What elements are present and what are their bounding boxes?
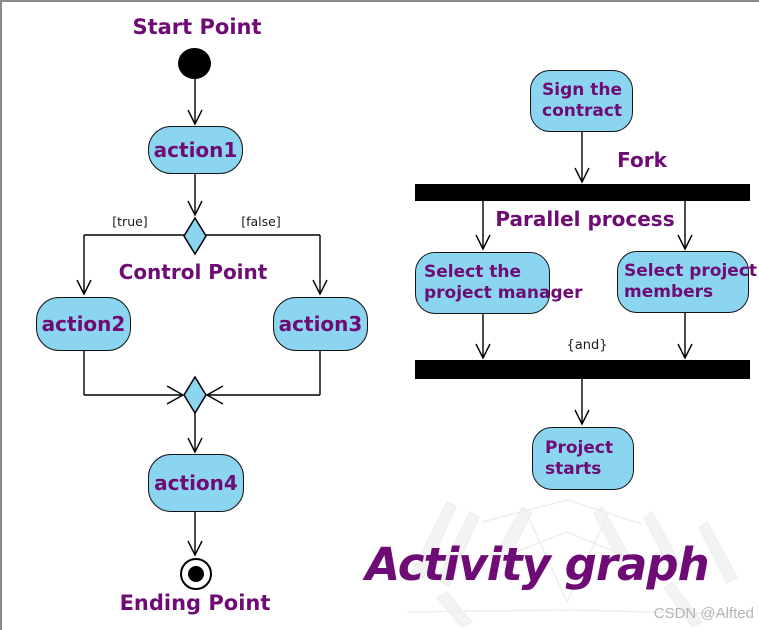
select-members-node: Select project members [617, 251, 757, 313]
site-watermark: CSDN @Alfted [653, 605, 754, 622]
sign-contract-node: Sign the contract [530, 70, 633, 132]
end-node-inner-dot [188, 566, 204, 582]
action2-node: action2 [36, 297, 131, 351]
background-watermark [406, 499, 738, 628]
action1-node: action1 [148, 126, 243, 174]
false-guard-label: [false] [241, 214, 281, 229]
action4-label: action4 [154, 471, 238, 495]
sign-contract-label: Sign the contract [542, 80, 623, 121]
and-guard-label: {and} [566, 338, 608, 353]
diagram-title: Activity graph [365, 538, 709, 591]
decision-diamond [183, 216, 207, 256]
select-members-label: Select project members [624, 261, 758, 302]
action4-node: action4 [148, 454, 244, 512]
project-starts-node: Project starts [532, 427, 634, 490]
start-node [178, 48, 211, 79]
action1-label: action1 [153, 138, 238, 162]
select-manager-label: Select the project manager [424, 262, 583, 303]
true-guard-label: [true] [112, 214, 148, 229]
join-bar [415, 360, 750, 379]
action3-node: action3 [273, 297, 368, 351]
select-manager-node: Select the project manager [415, 252, 583, 314]
fork-label: Fork [617, 148, 667, 172]
control-point-label: Control Point [118, 260, 268, 284]
ending-point-label: Ending Point [119, 591, 271, 615]
parallel-process-label: Parallel process [495, 207, 675, 231]
action3-label: action3 [278, 312, 363, 336]
fork-bar [415, 184, 750, 201]
end-node [180, 558, 212, 590]
start-point-label: Start Point [132, 15, 262, 39]
merge-diamond [183, 375, 207, 415]
action2-label: action2 [41, 312, 126, 336]
project-starts-label: Project starts [545, 437, 614, 479]
